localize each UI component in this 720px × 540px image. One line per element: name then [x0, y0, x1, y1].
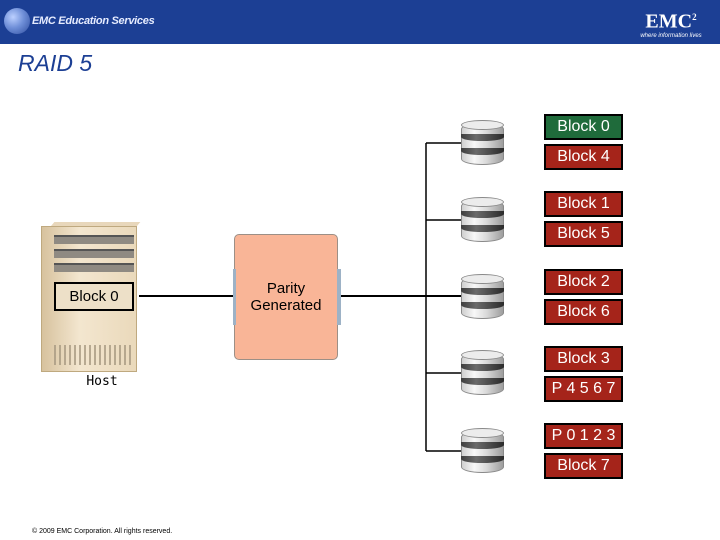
disk-3-block-2: Block 6: [544, 299, 623, 325]
disk-1-block-1: Block 0: [544, 114, 623, 140]
host-label: Host: [86, 374, 118, 389]
disk-4: [461, 350, 504, 397]
emc-logo-superscript: 2: [692, 12, 697, 22]
disk-3: [461, 274, 504, 321]
disk-2-block-1: Block 1: [544, 191, 623, 217]
disk-5-block-1: P 0 1 2 3: [544, 423, 623, 449]
disk-5: [461, 428, 504, 475]
disk-3-block-1: Block 2: [544, 269, 623, 295]
disk-1-block-2: Block 4: [544, 144, 623, 170]
disk-4-block-2: P 4 5 6 7: [544, 376, 623, 402]
raid-controller: [234, 234, 338, 360]
emc-logo-mark: EMC: [645, 10, 693, 33]
disk-2-block-2: Block 5: [544, 221, 623, 247]
emc-education-services-logo: EMC Education Services: [4, 6, 155, 36]
disk-5-block-2: Block 7: [544, 453, 623, 479]
disk-1: [461, 120, 504, 167]
host-data-block: Block 0: [54, 282, 134, 311]
slide-title: RAID 5: [18, 50, 93, 76]
emc-logo: EMC2 where information lives: [632, 6, 710, 40]
emc-logo-tagline: where information lives: [640, 32, 702, 39]
controller-label: Parity Generated: [250, 280, 322, 314]
globe-icon: [4, 8, 30, 34]
disk-2: [461, 197, 504, 244]
header-bar: EMC Education Services EMC2 where inform…: [0, 0, 720, 44]
disk-4-block-1: Block 3: [544, 346, 623, 372]
copyright-footer: © 2009 EMC Corporation. All rights reser…: [32, 528, 173, 535]
edu-logo-text: EMC Education Services: [32, 15, 155, 27]
